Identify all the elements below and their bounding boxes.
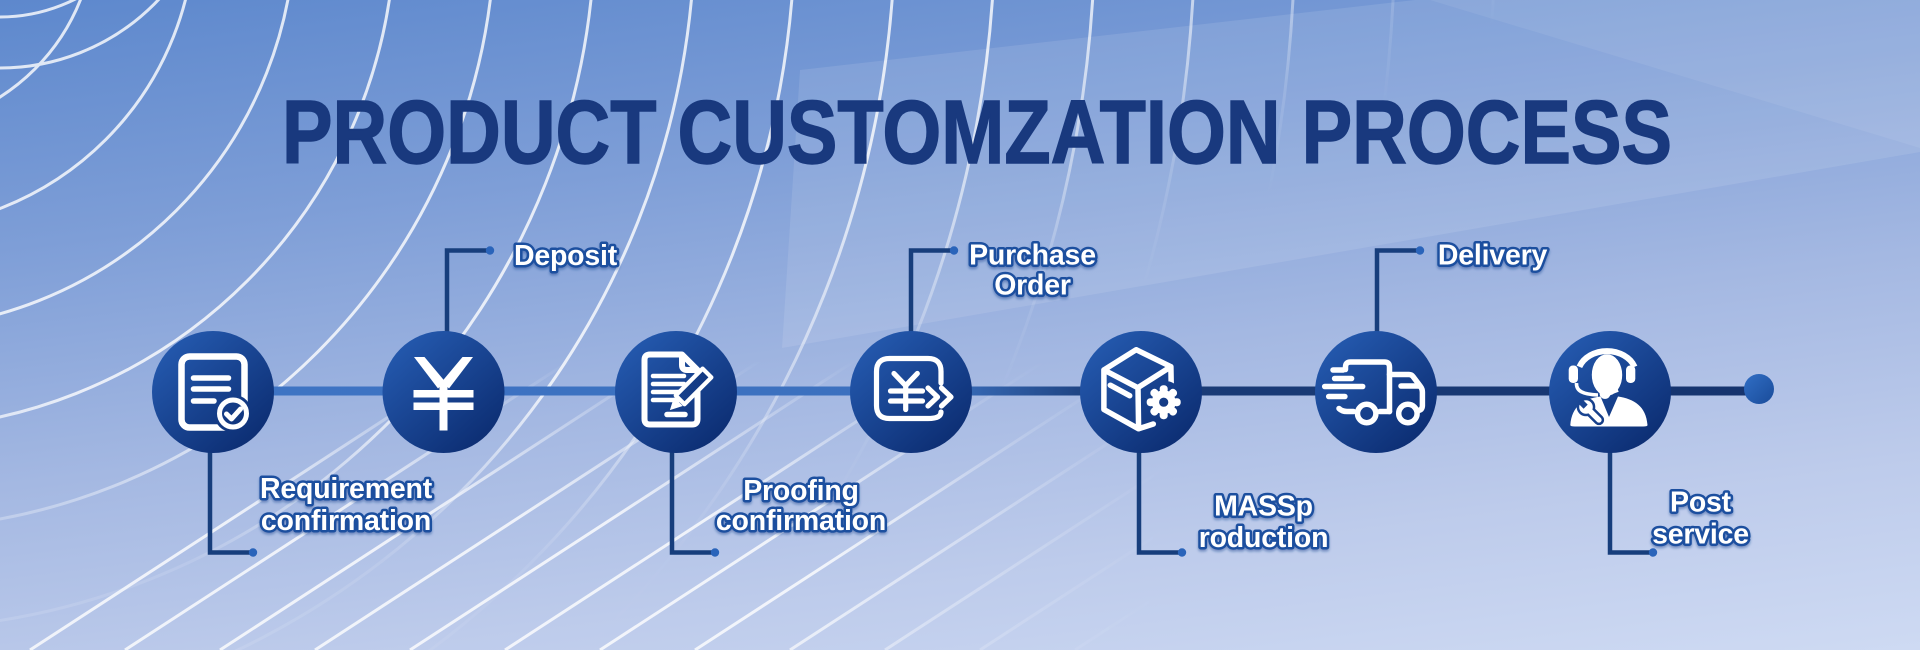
svg-text:Deposit: Deposit [514, 240, 618, 272]
svg-text:Requirement: Requirement [260, 473, 433, 505]
svg-text:PRODUCT CUSTOMZATION PROCESS: PRODUCT CUSTOMZATION PROCESS [282, 83, 1672, 183]
svg-text:Delivery: Delivery [1438, 240, 1548, 272]
svg-text:confirmation: confirmation [716, 505, 886, 537]
svg-text:roduction: roduction [1199, 522, 1329, 554]
svg-text:Order: Order [994, 270, 1071, 302]
svg-text:service: service [1652, 519, 1749, 551]
svg-text:confirmation: confirmation [261, 505, 431, 537]
svg-text:Post: Post [1670, 487, 1732, 519]
svg-text:Purchase: Purchase [969, 240, 1096, 272]
svg-text:Proofing: Proofing [743, 475, 859, 507]
svg-text:MASSp: MASSp [1214, 491, 1313, 523]
